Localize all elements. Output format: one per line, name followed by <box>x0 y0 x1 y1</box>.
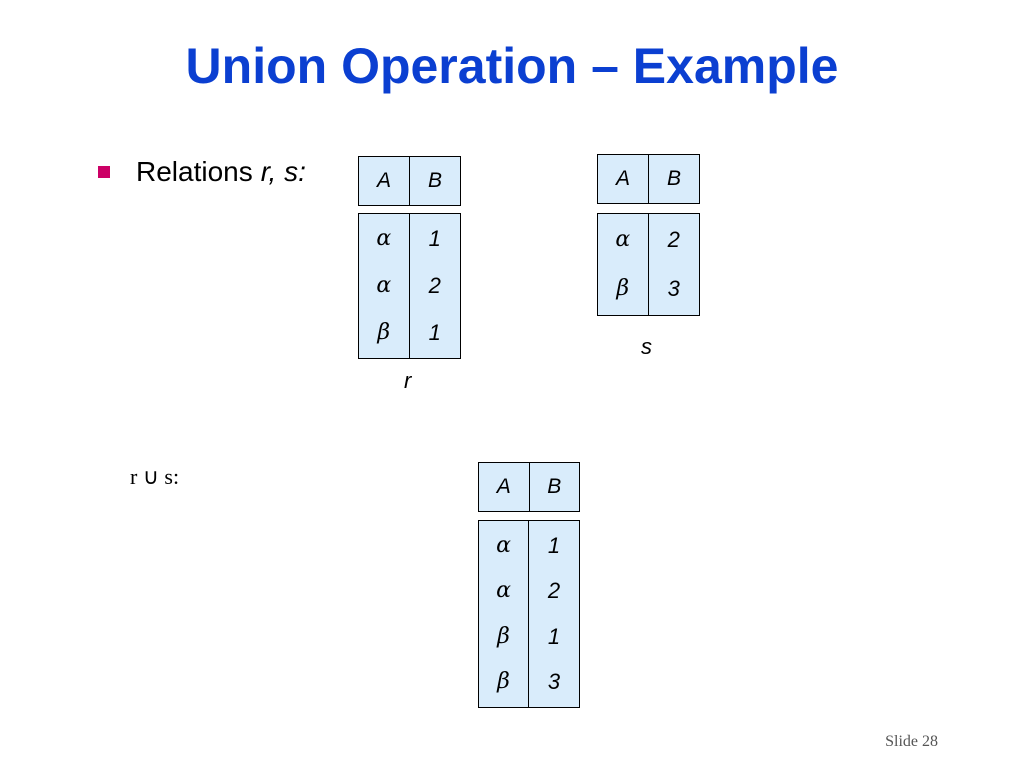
bullet-label: Relations <box>136 156 253 187</box>
relation-r-body: α α β 1 2 1 <box>358 213 461 359</box>
relation-r-cell: α <box>376 226 392 252</box>
bullet-vars: r, s: <box>260 156 306 187</box>
relation-s-body: α β 2 3 <box>597 213 700 316</box>
relation-union-header-a: A <box>479 463 530 511</box>
relation-s-header: A B <box>597 154 700 204</box>
relation-s-name: s <box>641 334 652 359</box>
relation-r-cell: 2 <box>428 272 441 298</box>
relation-union-cell: 3 <box>547 669 561 695</box>
relation-s-cell: α <box>615 227 631 253</box>
relation-union-body: α α β β 1 2 1 3 <box>478 520 580 708</box>
relation-r-name: r <box>404 368 412 393</box>
relation-s-header-b: B <box>666 167 681 190</box>
slide-title: Union Operation – Example <box>185 38 839 94</box>
relation-union-cell: α <box>496 578 511 604</box>
relation-r-cell: β <box>377 319 391 345</box>
relation-r-cell: α <box>376 272 392 298</box>
union-label: r ∪ s: <box>130 464 180 489</box>
relation-s-cell: 3 <box>667 275 680 301</box>
relation-union-cell: 2 <box>547 578 561 604</box>
relation-s-header-a: A <box>598 155 649 203</box>
relation-r-col-a: α α β <box>359 214 410 358</box>
relation-r-header-b: B <box>427 169 442 192</box>
relation-r-col-b: 1 2 1 <box>410 214 461 358</box>
relation-union-col-a: α α β β <box>479 521 529 707</box>
relation-r-header: A B <box>358 156 461 206</box>
relation-s-col-a: α β <box>598 214 649 315</box>
relation-union-cell: 1 <box>547 532 561 558</box>
relation-union-header-b: B <box>547 475 562 498</box>
relation-union-cell: α <box>496 532 511 558</box>
relation-s-cell: β <box>616 275 630 301</box>
relation-s-col-b: 2 3 <box>649 214 700 315</box>
relation-union-col-b: 1 2 1 3 <box>529 521 579 707</box>
relation-union-cell: β <box>497 623 510 649</box>
relation-union-header: A B <box>478 462 580 512</box>
relation-union-cell: β <box>497 669 510 695</box>
relation-r-header-a: A <box>359 157 410 205</box>
relation-r-cell: 1 <box>428 319 441 345</box>
relation-s-cell: 2 <box>667 227 680 253</box>
bullet-square-icon <box>98 166 110 178</box>
slide-number: Slide 28 <box>885 733 938 750</box>
relation-r-cell: 1 <box>428 226 441 252</box>
relation-union-cell: 1 <box>547 623 561 649</box>
